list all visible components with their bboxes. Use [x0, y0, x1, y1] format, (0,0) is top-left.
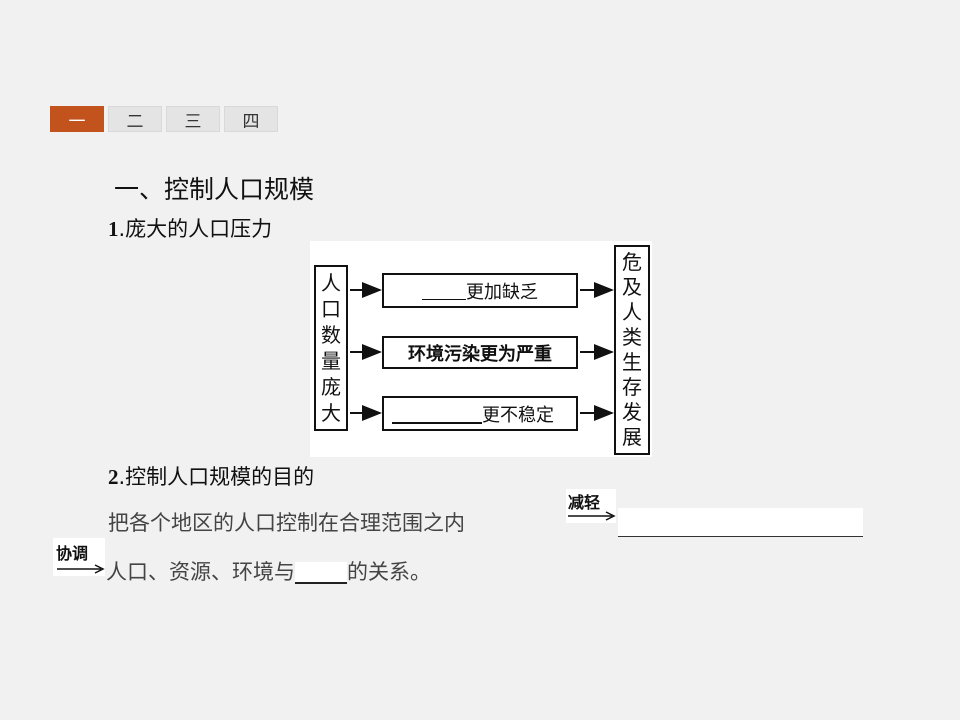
- reduce-arrow-icon: [568, 511, 616, 521]
- right-char: 危: [622, 250, 642, 274]
- tab-2[interactable]: 二: [108, 106, 162, 132]
- tab-1[interactable]: 一: [50, 106, 104, 132]
- subheading-2-text: .控制人口规模的目的: [118, 465, 315, 489]
- box2-text: 环境污染更为严重: [408, 343, 552, 365]
- resource-shortage-box: 更加缺乏: [382, 273, 578, 308]
- subheading-2: 2.控制人口规模的目的: [108, 461, 314, 491]
- subheading-2-number: 2: [108, 465, 119, 489]
- subheading-1-text: .庞大的人口压力: [118, 217, 273, 241]
- population-large-box: 人 口 数 量 庞 大: [314, 265, 348, 431]
- pollution-box: 环境污染更为严重: [382, 336, 578, 369]
- coordinate-arrow: 协调: [53, 538, 105, 576]
- reduce-label: 减轻: [568, 493, 601, 512]
- box1-text: 更加缺乏: [466, 281, 538, 303]
- tab-3[interactable]: 三: [166, 106, 220, 132]
- answer-blank-harmony: [295, 562, 347, 584]
- left-char: 数: [321, 323, 341, 347]
- right-char: 存: [622, 375, 642, 399]
- answer-blank: [422, 281, 466, 300]
- subheading-1: 1.庞大的人口压力: [108, 213, 272, 243]
- subheading-1-number: 1: [108, 217, 119, 241]
- right-char: 及: [622, 275, 642, 299]
- box3-text: 更不稳定: [482, 404, 554, 426]
- section-title: 一、控制人口规模: [114, 175, 315, 204]
- left-char: 口: [321, 297, 341, 321]
- right-char: 发: [622, 400, 642, 424]
- left-char: 大: [321, 401, 341, 425]
- instability-box: 更不稳定: [382, 396, 578, 431]
- left-char: 量: [321, 349, 341, 373]
- population-pressure-diagram: 人 口 数 量 庞 大 更加缺乏 环境污染更为严重 更不稳定 危 及 人 类 生…: [310, 241, 652, 457]
- left-char: 庞: [321, 375, 341, 399]
- right-char: 人: [622, 300, 642, 324]
- human-survival-box: 危 及 人 类 生 存 发 展: [614, 245, 650, 455]
- diagram-arrows: [350, 282, 614, 421]
- right-char: 展: [622, 425, 642, 449]
- right-char: 生: [622, 350, 642, 374]
- answer-blank: [392, 404, 482, 424]
- tab-4[interactable]: 四: [224, 106, 278, 132]
- coordinate-label: 协调: [56, 544, 89, 563]
- right-char: 类: [622, 325, 642, 349]
- line2-text-a: 人口、资源、环境与: [106, 560, 295, 584]
- answer-line-reduce: [618, 508, 863, 537]
- purpose-line-2: 人口、资源、环境与 的关系。: [106, 556, 431, 586]
- left-char: 人: [321, 271, 341, 295]
- purpose-line-1: 把各个地区的人口控制在合理范围之内: [108, 511, 465, 535]
- line2-text-b: 的关系。: [347, 560, 431, 584]
- section-tabs: 一 二 三 四: [50, 106, 278, 132]
- reduce-arrow: 减轻: [566, 489, 616, 523]
- coordinate-arrow-icon: [57, 564, 105, 574]
